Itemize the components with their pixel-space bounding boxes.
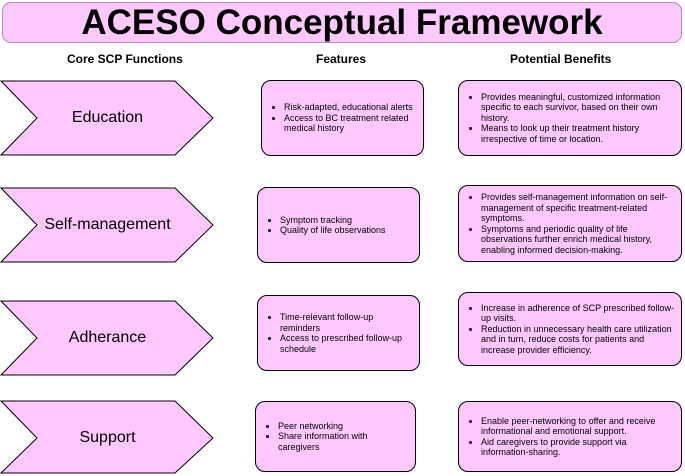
- features-box-education: Risk-adapted, educational alerts Access …: [261, 80, 424, 156]
- feature-item: Symptom tracking: [280, 215, 386, 226]
- benefit-item: Increase in adherence of SCP prescribed …: [481, 303, 675, 324]
- feature-item: Share information with caregivers: [278, 431, 409, 452]
- function-label: Support: [79, 429, 136, 446]
- function-label: Self-management: [44, 216, 171, 233]
- feature-item: Access to prescribed follow-up schedule: [280, 333, 413, 354]
- benefits-box-self-management: Provides self-management information on …: [458, 185, 682, 262]
- benefits-box-support: Enable peer-networking to offer and rece…: [458, 401, 682, 472]
- column-header-benefits: Potential Benefits: [510, 52, 612, 66]
- diagram-title: ACESO Conceptual Framework: [2, 2, 682, 43]
- arrow-shape: [0, 300, 214, 376]
- benefit-item: Symptoms and periodic quality of life ob…: [481, 224, 675, 256]
- arrow-shape: [0, 80, 214, 156]
- benefit-item: Provides self-management information on …: [481, 192, 675, 224]
- column-header-functions: Core SCP Functions: [67, 52, 183, 66]
- function-arrow-adherance: Adherance: [0, 300, 215, 376]
- function-arrow-support: Support: [0, 400, 215, 476]
- features-box-support: Peer networking Share information with c…: [255, 401, 416, 472]
- benefit-item: Provides meaningful, customized informat…: [481, 92, 675, 124]
- arrow-shape: [0, 400, 214, 474]
- feature-item: Access to BC treatment related medical h…: [284, 113, 417, 134]
- feature-item: Risk-adapted, educational alerts: [284, 102, 417, 113]
- function-label: Education: [71, 109, 144, 126]
- features-box-adherance: Time-relevant follow-up reminders Access…: [257, 295, 420, 371]
- feature-item: Peer networking: [278, 421, 409, 432]
- benefit-item: Enable peer-networking to offer and rece…: [481, 416, 675, 437]
- benefits-box-education: Provides meaningful, customized informat…: [458, 80, 682, 156]
- function-arrow-self-management: Self-management: [0, 187, 215, 263]
- benefit-item: Means to look up their treatment history…: [481, 123, 675, 144]
- function-arrow-education: Education: [0, 80, 215, 156]
- benefits-box-adherance: Increase in adherence of SCP prescribed …: [458, 292, 682, 366]
- column-header-features: Features: [316, 52, 367, 66]
- benefit-item: Reduction in unnecessary health care uti…: [481, 324, 675, 356]
- features-box-self-management: Symptom tracking Quality of life observa…: [257, 187, 420, 263]
- feature-item: Quality of life observations: [280, 225, 386, 236]
- arrow-shape: [0, 187, 214, 263]
- function-label: Adherance: [68, 329, 147, 346]
- feature-item: Time-relevant follow-up reminders: [280, 312, 413, 333]
- benefit-item: Aid caregivers to provide support via in…: [481, 437, 675, 458]
